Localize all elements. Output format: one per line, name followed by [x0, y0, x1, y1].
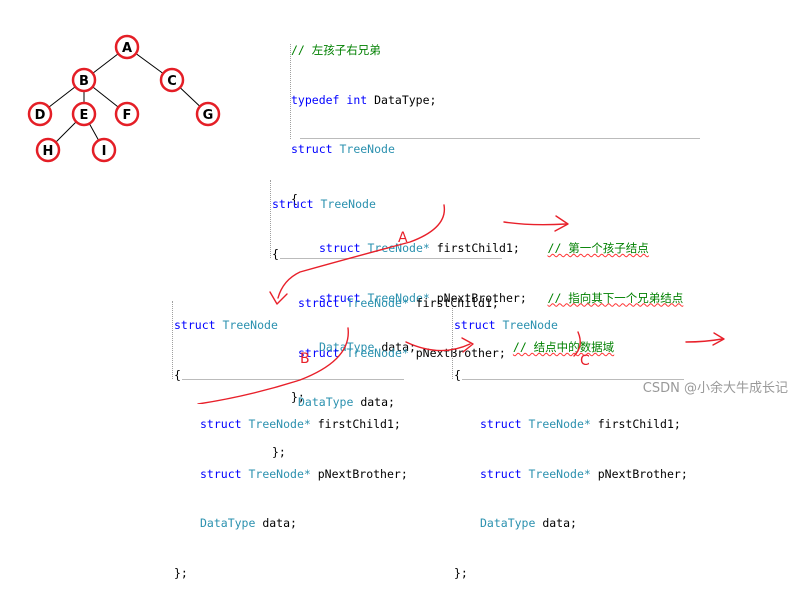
field-name: data;: [262, 516, 297, 530]
struct-name: TreeNode: [502, 318, 558, 332]
tree-diagram: A B C D E F G H I: [27, 34, 221, 163]
watermark: CSDN @小余大牛成长记: [642, 381, 788, 396]
code-block-top: // 左孩子右兄弟 typedef int DataType; struct T…: [291, 9, 683, 422]
field-type: DataType: [480, 516, 536, 530]
code-block-node-b: struct TreeNode { struct TreeNode* first…: [174, 284, 408, 598]
tree-node-g: G: [195, 101, 221, 127]
tree-node-c: C: [159, 67, 185, 93]
code-struct-line: struct TreeNode: [272, 196, 506, 213]
code-field-pnextbrother: struct TreeNode* pNextBrother;: [454, 466, 688, 483]
tree-node-e: E: [71, 101, 97, 127]
keyword-typedef: typedef: [291, 92, 340, 107]
field-type: TreeNode*: [528, 417, 591, 431]
tree-node-f: F: [114, 101, 140, 127]
keyword-struct: struct: [272, 197, 314, 211]
code-field-pnextbrother: struct TreeNode* pNextBrother;: [174, 466, 408, 483]
svg-text:E: E: [80, 108, 89, 123]
keyword-struct: struct: [480, 417, 522, 431]
field-type: DataType: [200, 516, 256, 530]
indent-guide: [270, 180, 271, 258]
code-block-node-a: struct TreeNode { struct TreeNode* first…: [272, 163, 506, 477]
code-struct-line: struct TreeNode: [454, 317, 688, 334]
code-block-node-c: struct TreeNode { struct TreeNode* first…: [454, 284, 688, 598]
keyword-struct: struct: [454, 318, 496, 332]
tree-node-b: B: [71, 67, 97, 93]
code-field-firstchild: struct TreeNode* firstChild1;: [454, 416, 688, 433]
svg-text:G: G: [203, 108, 214, 123]
editor-underline: [300, 138, 700, 139]
field-name: firstChild1;: [415, 296, 499, 310]
code-struct-line: struct TreeNode: [174, 317, 408, 334]
keyword-struct: struct: [480, 466, 522, 481]
field-name: pNextBrother;: [597, 466, 688, 481]
code-open-brace: {: [174, 367, 181, 382]
tree-node-i: I: [91, 137, 117, 163]
code-comment-title: // 左孩子右兄弟: [291, 43, 381, 57]
svg-text:A: A: [122, 41, 132, 56]
svg-text:F: F: [123, 108, 132, 123]
editor-underline: [182, 379, 404, 380]
struct-name: TreeNode: [339, 142, 395, 156]
code-typedef-line: typedef int DataType;: [291, 92, 683, 109]
arrowhead-c-next-brother: [712, 332, 725, 346]
code-close-brace: };: [174, 565, 188, 580]
field-name: firstChild1;: [317, 417, 401, 431]
keyword-struct: struct: [200, 417, 242, 431]
svg-text:I: I: [102, 144, 107, 159]
editor-underline: [462, 379, 684, 380]
arrow-c-next-brother: [685, 338, 723, 343]
keyword-struct: struct: [298, 296, 340, 310]
svg-text:H: H: [43, 144, 54, 159]
code-field-firstchild: struct TreeNode* firstChild1;: [272, 295, 506, 312]
indent-guide: [452, 301, 453, 379]
field-type: TreeNode*: [346, 296, 409, 310]
field-name: data;: [542, 516, 577, 530]
tree-node-a: A: [114, 34, 140, 60]
keyword-int: int: [346, 92, 368, 107]
code-field-data: DataType data;: [454, 515, 688, 532]
code-struct-line: struct TreeNode: [291, 141, 683, 158]
field-name: pNextBrother;: [317, 466, 408, 481]
tree-node-h: H: [35, 137, 61, 163]
struct-name: TreeNode: [320, 197, 376, 211]
code-close-brace: };: [454, 565, 468, 580]
field-name: firstChild1;: [436, 241, 520, 255]
code-field-firstchild: struct TreeNode* firstChild1;: [174, 416, 408, 433]
keyword-struct: struct: [291, 142, 333, 156]
code-open-brace: {: [454, 367, 461, 382]
field-type: TreeNode*: [346, 345, 409, 360]
field-comment: // 第一个孩子结点: [547, 241, 649, 255]
code-open-brace: {: [291, 191, 298, 206]
svg-text:C: C: [167, 74, 177, 89]
typedef-name: DataType;: [374, 92, 437, 107]
field-name: pNextBrother;: [436, 290, 527, 305]
indent-guide: [290, 44, 291, 139]
tree-edges: [39, 46, 209, 151]
svg-text:B: B: [79, 74, 89, 89]
tree-node-d: D: [27, 101, 53, 127]
keyword-struct: struct: [200, 466, 242, 481]
field-type: TreeNode*: [248, 466, 311, 481]
field-type: TreeNode*: [248, 417, 311, 431]
struct-name: TreeNode: [222, 318, 278, 332]
field-name: firstChild1;: [597, 417, 681, 431]
indent-guide: [172, 301, 173, 379]
editor-underline: [280, 258, 502, 259]
field-comment: // 指向其下一个兄弟结点: [547, 290, 684, 305]
code-open-brace: {: [272, 246, 279, 261]
svg-text:D: D: [35, 108, 46, 123]
field-type: TreeNode*: [528, 466, 591, 481]
keyword-struct: struct: [174, 318, 216, 332]
code-field-data: DataType data;: [174, 515, 408, 532]
